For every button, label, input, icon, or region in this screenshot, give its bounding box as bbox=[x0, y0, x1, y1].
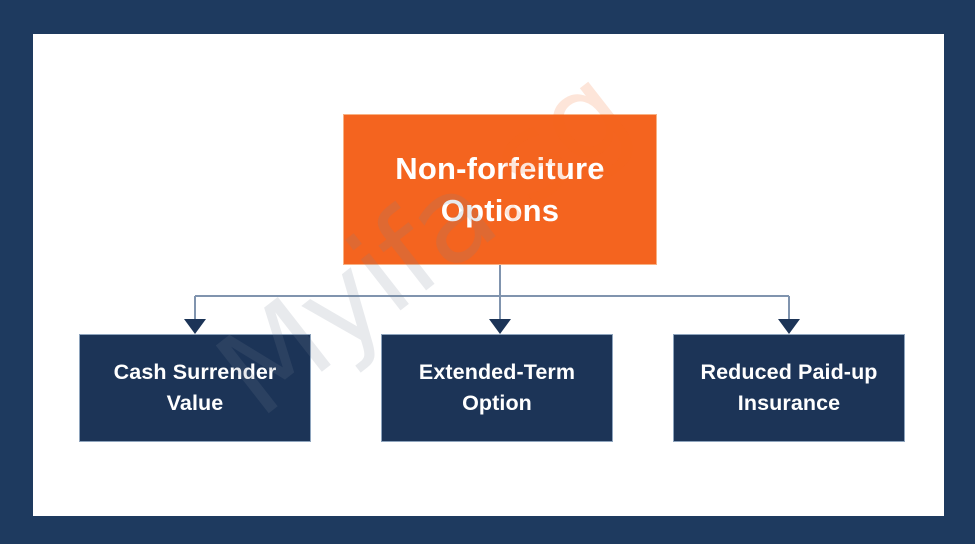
leaf-node-cash-surrender-value: Cash Surrender Value bbox=[79, 334, 311, 442]
root-node: Non-forfeiture Options bbox=[343, 114, 657, 265]
arrowhead-icon-0 bbox=[184, 319, 206, 334]
leaf-node-extended-term-option: Extended-Term Option bbox=[381, 334, 613, 442]
leaf-node-label-2: Reduced Paid-up Insurance bbox=[700, 359, 878, 415]
arrowhead-icon-2 bbox=[778, 319, 800, 334]
connector-layer bbox=[184, 265, 800, 334]
arrowhead-icon-1 bbox=[489, 319, 511, 334]
leaf-node-label-0: Cash Surrender Value bbox=[113, 359, 277, 415]
diagram-canvas: Non-forfeiture Options Cash Surrender Va… bbox=[33, 34, 944, 516]
watermark: Myifa.sg bbox=[192, 34, 768, 516]
leaf-node-label-1: Extended-Term Option bbox=[418, 359, 576, 415]
root-node-label: Non-forfeiture Options bbox=[395, 151, 605, 228]
leaf-node-reduced-paid-up-insurance: Reduced Paid-up Insurance bbox=[673, 334, 905, 442]
